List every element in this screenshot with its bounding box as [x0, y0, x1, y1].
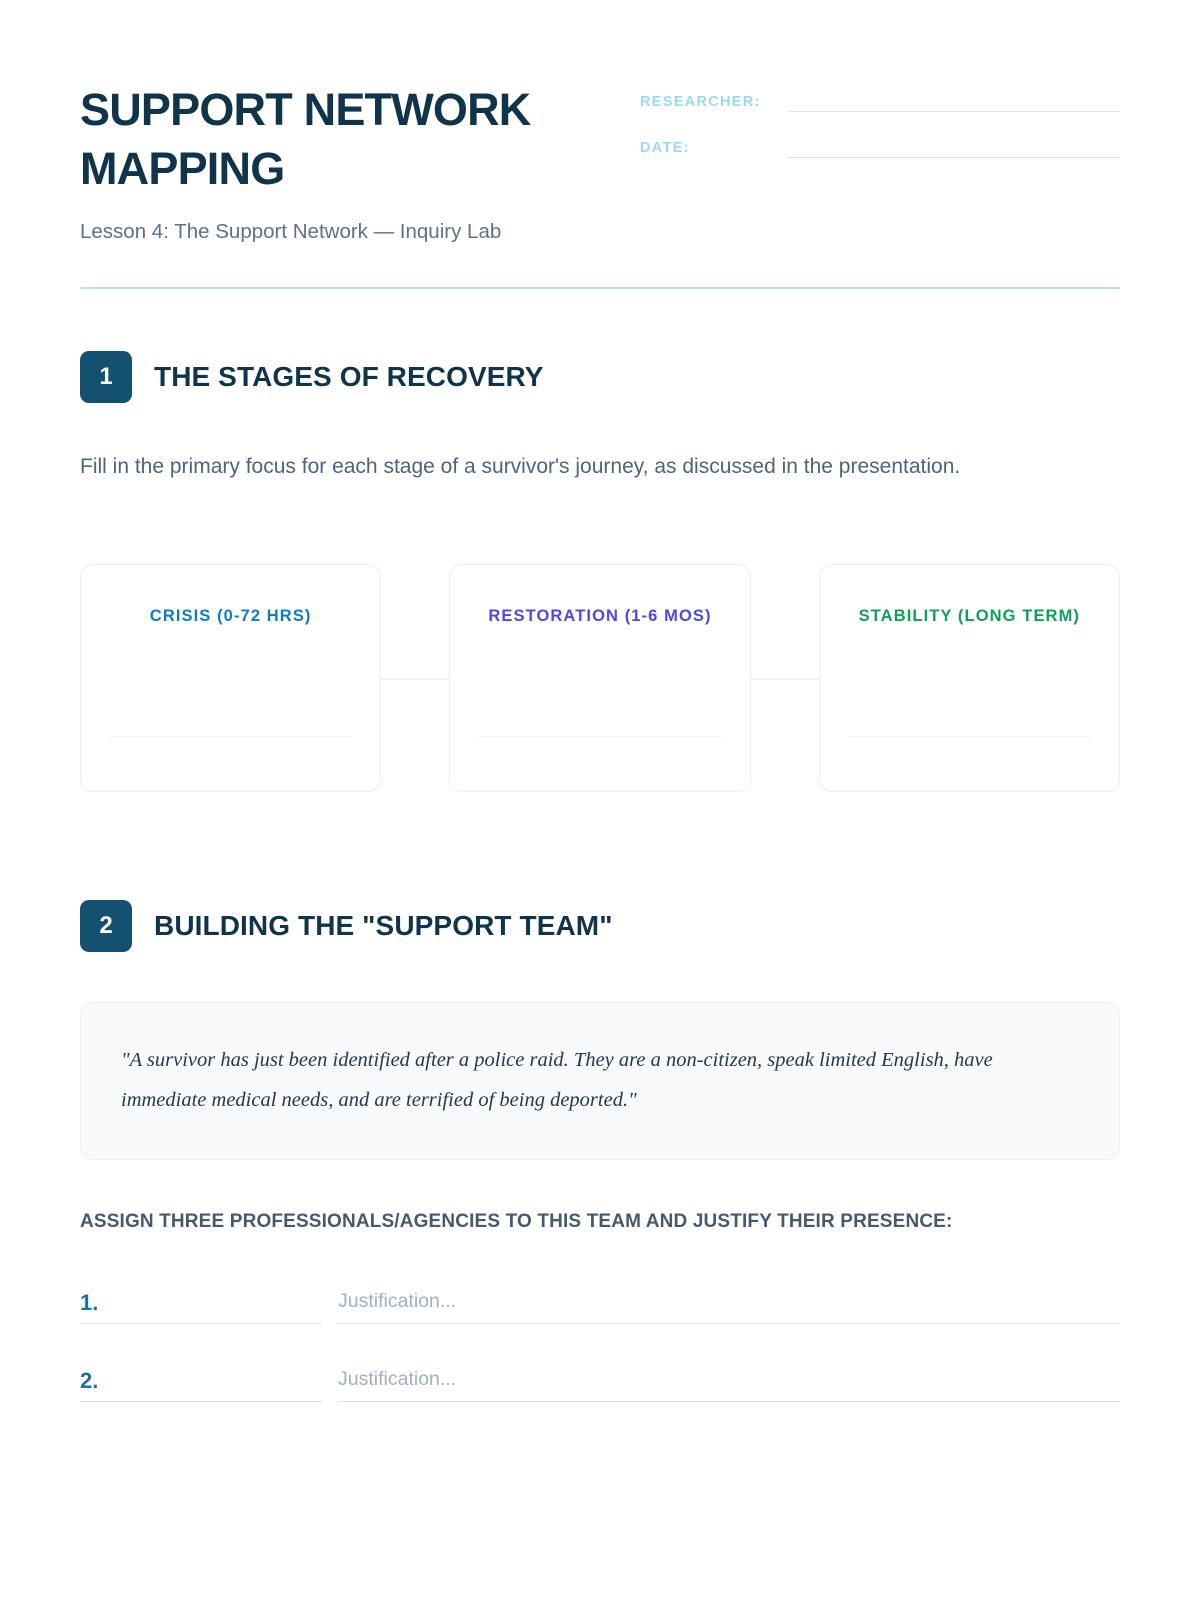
page-title: SUPPORT NETWORK MAPPING [80, 84, 531, 195]
assignment-justification-input-2[interactable]: Justification... [338, 1346, 1120, 1402]
stage-input-stability[interactable] [847, 735, 1091, 737]
assignment-row-1: 1. Justification... [80, 1268, 1120, 1324]
stage-card-crisis[interactable]: CRISIS (0-72 HRS) [80, 563, 382, 792]
section-1-instructions: Fill in the primary focus for each stage… [80, 455, 961, 479]
date-input[interactable] [788, 138, 1120, 158]
section-2-header: 2 BUILDING THE "SUPPORT TEAM" [80, 899, 1120, 952]
assignment-number-2: 2. [80, 1367, 99, 1393]
title-block: SUPPORT NETWORK MAPPING Lesson 4: The Su… [80, 78, 640, 252]
assignment-number-1: 1. [80, 1289, 99, 1315]
stage-card-stability[interactable]: STABILITY (LONG TERM) [818, 563, 1120, 792]
page-subtitle: Lesson 4: The Support Network — Inquiry … [80, 219, 502, 243]
section-2-title: BUILDING THE "SUPPORT TEAM" [154, 909, 613, 941]
date-row: DATE: [640, 138, 1120, 158]
scenario-box: "A survivor has just been identified aft… [80, 1001, 1120, 1160]
stage-label-restoration: RESTORATION (1-6 MOS) [488, 606, 712, 625]
section-1-header: 1 THE STAGES OF RECOVERY [80, 351, 1120, 404]
stage-connector-1 [381, 564, 450, 792]
assignment-prompt: ASSIGN THREE PROFESSIONALS/AGENCIES TO T… [80, 1210, 953, 1232]
stage-connector-2 [750, 564, 819, 792]
assignment-name-input-2[interactable]: 2. [80, 1346, 322, 1402]
meta-fields: RESEARCHER: DATE: [640, 78, 1120, 184]
assignment-justification-input-1[interactable]: Justification... [338, 1268, 1120, 1324]
stage-label-crisis: CRISIS (0-72 HRS) [149, 606, 312, 625]
section-1-title: THE STAGES OF RECOVERY [154, 361, 544, 393]
assignment-name-input-1[interactable]: 1. [80, 1268, 322, 1324]
stage-label-stability: STABILITY (LONG TERM) [858, 606, 1081, 625]
researcher-input[interactable] [788, 92, 1120, 112]
assignment-list: 1. Justification... 2. Justification... [80, 1268, 1120, 1402]
section-1-number-badge: 1 [80, 351, 132, 404]
section-2-number-badge: 2 [80, 899, 132, 952]
stage-cards-row: CRISIS (0-72 HRS) RESTORATION (1-6 MOS) … [80, 563, 1120, 792]
assignment-justification-placeholder-1: Justification... [338, 1290, 457, 1313]
stage-input-crisis[interactable] [109, 735, 353, 737]
section-stages-of-recovery: 1 THE STAGES OF RECOVERY Fill in the pri… [80, 351, 1120, 792]
assignment-row-2: 2. Justification... [80, 1346, 1120, 1402]
stage-card-restoration[interactable]: RESTORATION (1-6 MOS) [449, 563, 751, 792]
document-header: SUPPORT NETWORK MAPPING Lesson 4: The Su… [80, 78, 1120, 252]
researcher-label: RESEARCHER: [640, 94, 761, 110]
date-label: DATE: [640, 140, 690, 156]
scenario-text: "A survivor has just been identified aft… [121, 1048, 993, 1111]
assignment-justification-placeholder-2: Justification... [338, 1368, 457, 1391]
section-building-support-team: 2 BUILDING THE "SUPPORT TEAM" "A survivo… [80, 899, 1120, 1402]
header-divider [80, 286, 1120, 290]
researcher-row: RESEARCHER: [640, 92, 1120, 112]
stage-input-restoration[interactable] [478, 735, 722, 737]
